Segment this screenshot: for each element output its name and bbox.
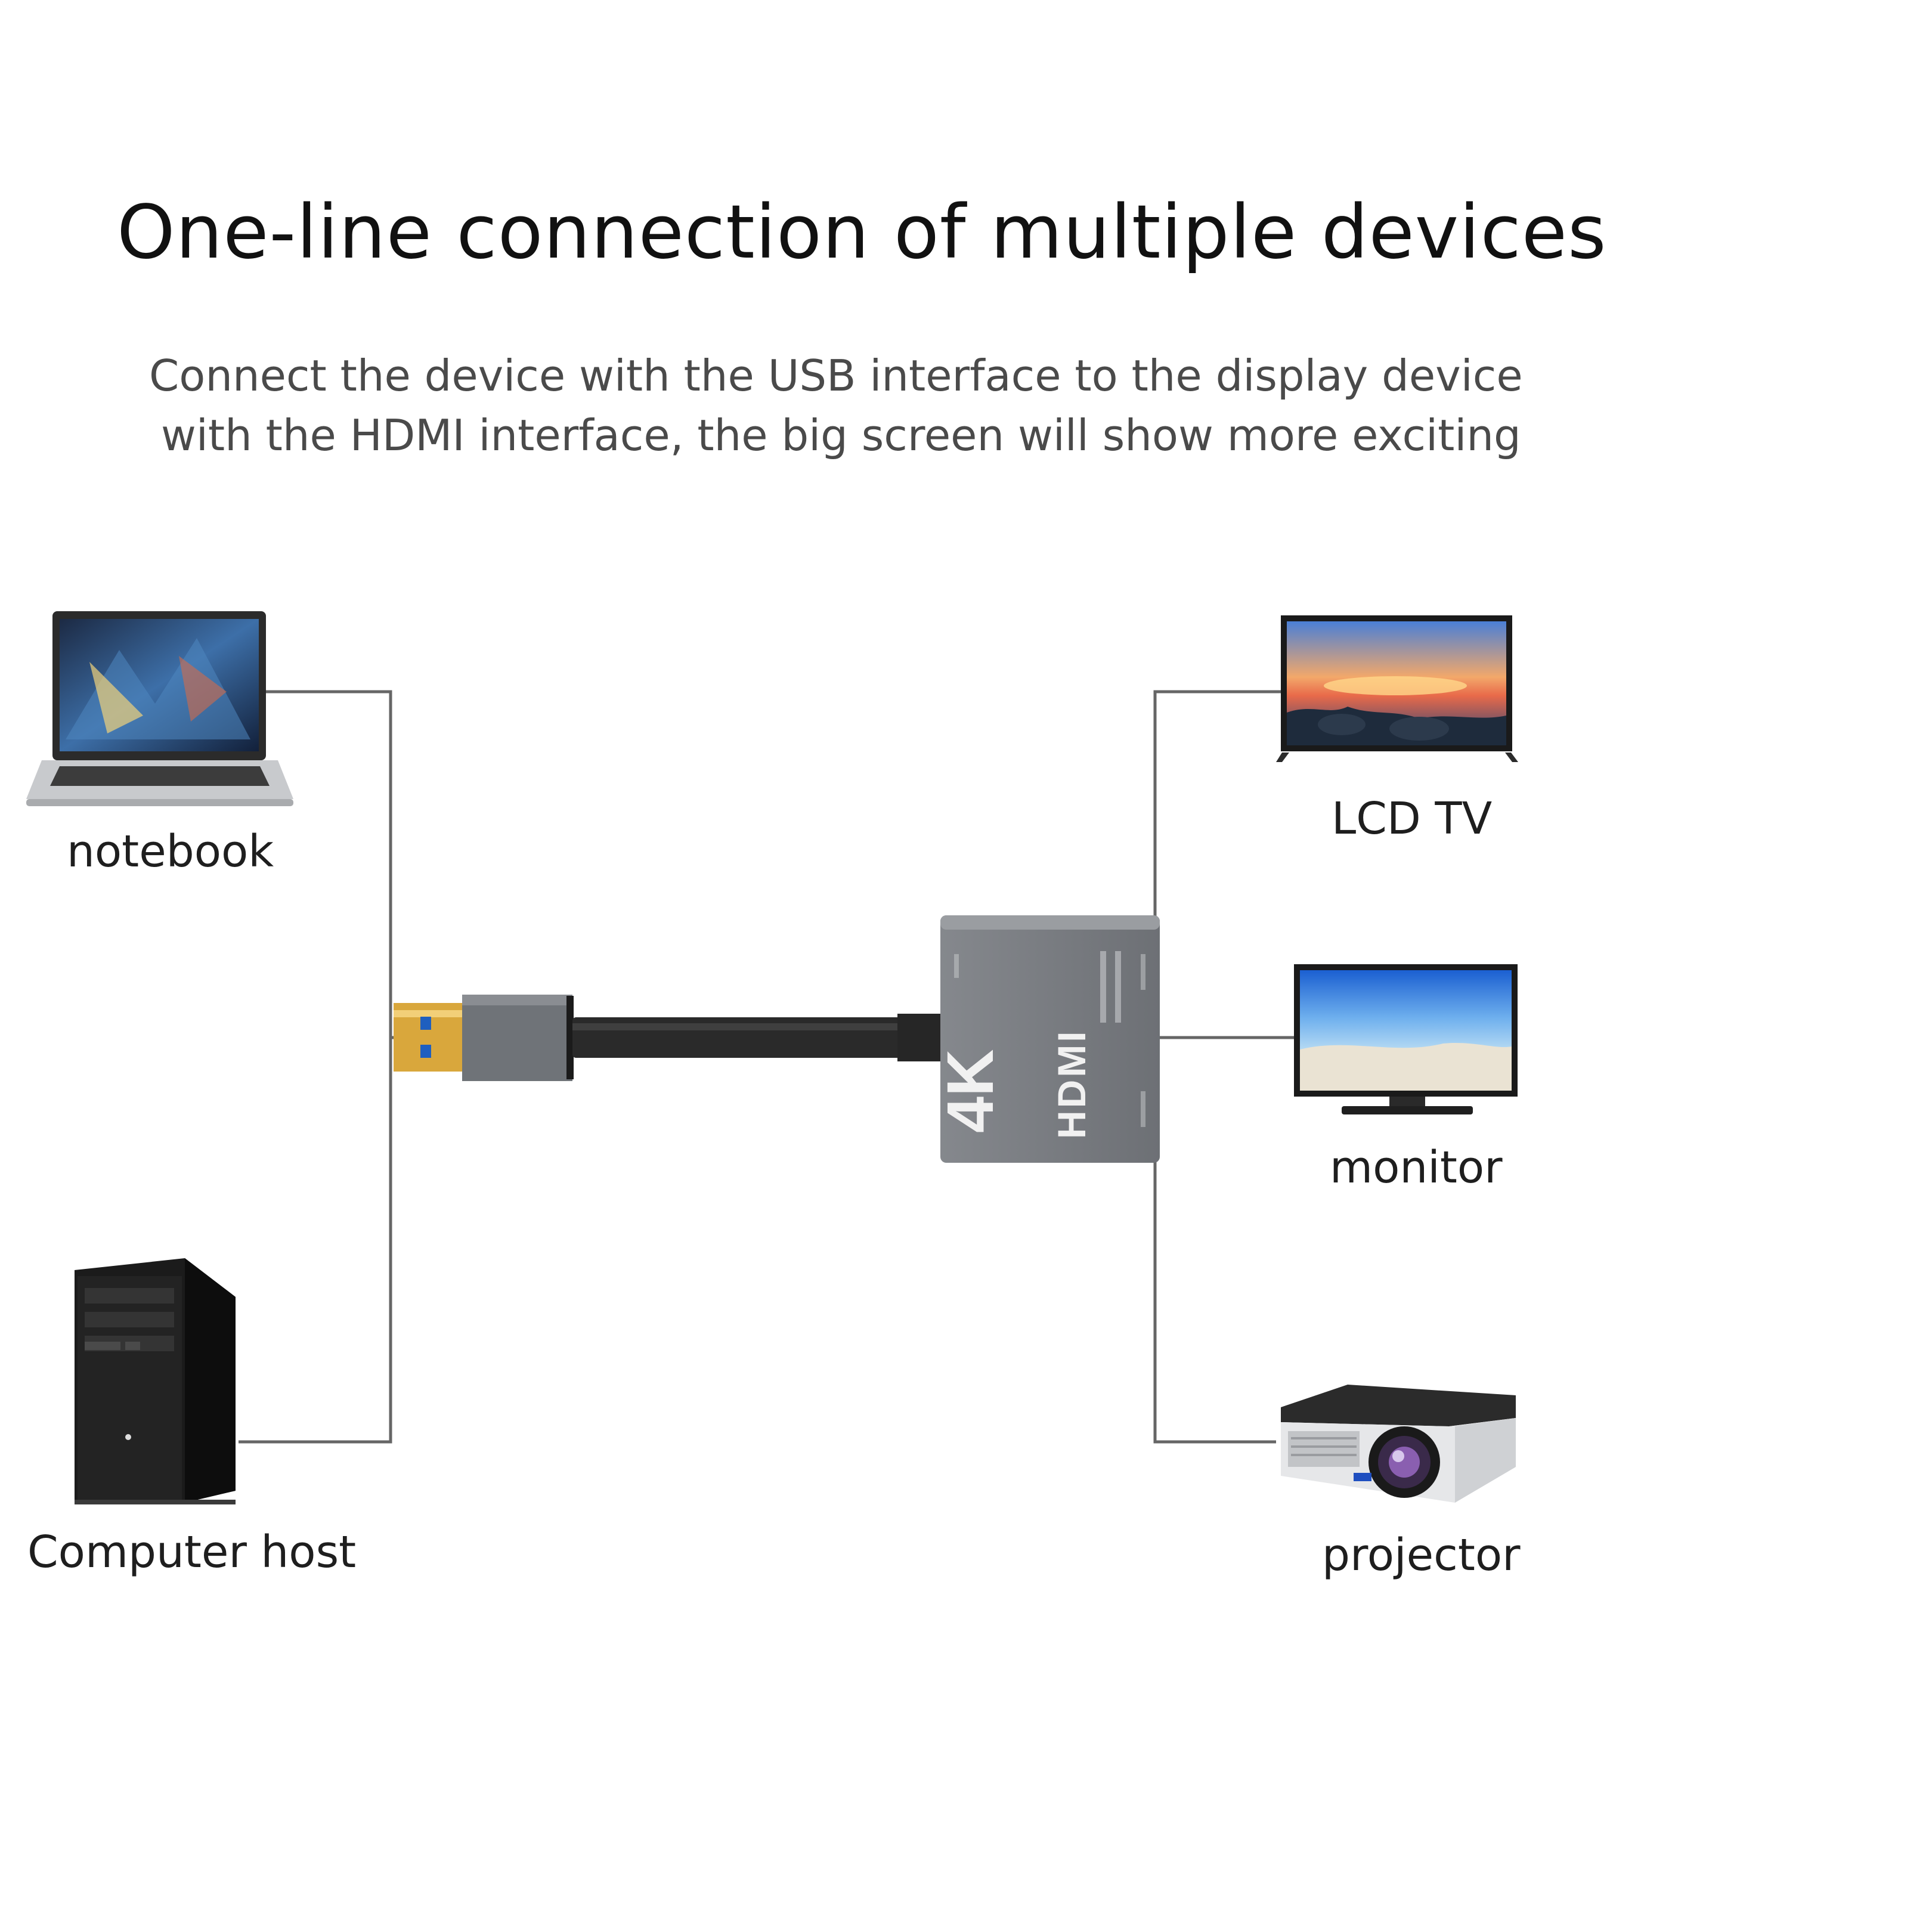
label-lcd-tv: LCD TV xyxy=(1332,793,1493,844)
lcd-tv-icon xyxy=(1276,615,1518,762)
label-notebook: notebook xyxy=(67,826,274,877)
usb-cable xyxy=(572,1014,940,1061)
desktop-tower-icon xyxy=(75,1258,236,1504)
adapter-brand-text: HDMI xyxy=(1049,1029,1094,1139)
label-projector: projector xyxy=(1322,1530,1521,1581)
adapter-resolution-text: 4K xyxy=(934,1049,1007,1133)
monitor-icon xyxy=(1294,964,1518,1114)
output-bus-line xyxy=(1153,690,1282,1444)
usb-a-plug-icon xyxy=(394,995,574,1081)
projector-icon xyxy=(1281,1385,1516,1503)
laptop-icon xyxy=(26,611,293,806)
hdmi-capture-adapter-icon: 4K HDMI xyxy=(934,915,1160,1163)
diagram-title: One-line connection of multiple devices xyxy=(117,190,1607,275)
label-computer-host: Computer host xyxy=(27,1527,357,1578)
diagram-subtitle: Connect the device with the USB interfac… xyxy=(149,346,1523,465)
subtitle-line-1: Connect the device with the USB interfac… xyxy=(149,351,1523,401)
label-monitor: monitor xyxy=(1330,1142,1503,1193)
notebook-link-line xyxy=(239,690,392,1444)
subtitle-line-2: with the HDMI interface, the big screen … xyxy=(161,410,1521,460)
